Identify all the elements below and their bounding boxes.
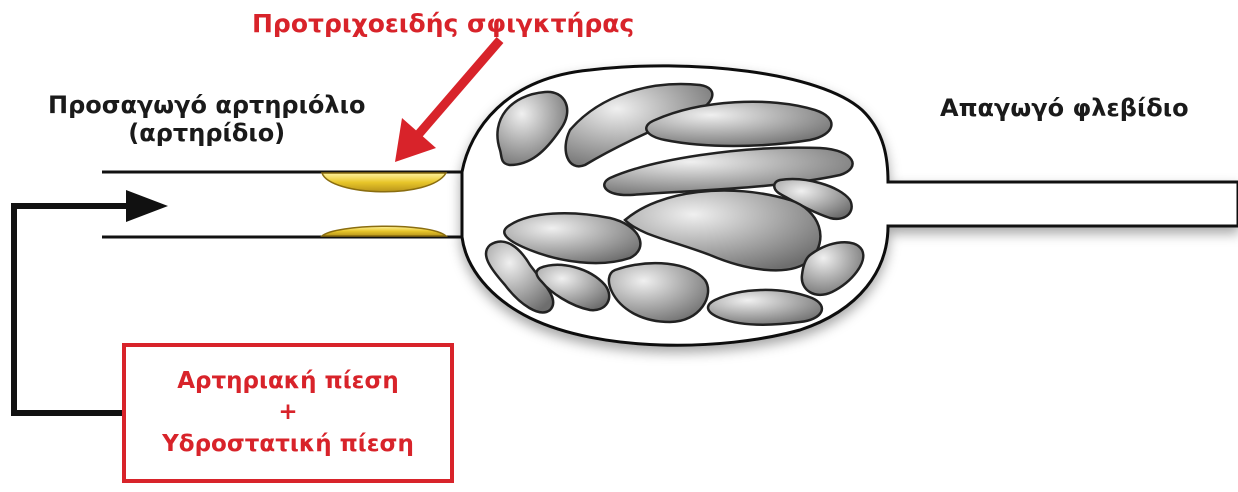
efferent-venule-label: Απαγωγό φλεβίδιο (940, 95, 1189, 123)
capillary-lobe (708, 290, 822, 325)
pressure-box: Αρτηριακή πίεση + Υδροστατική πίεση (122, 343, 454, 483)
afferent-label-line2: (αρτηρίδιο) (48, 120, 365, 148)
sphincter-upper (322, 173, 446, 192)
pressure-plus: + (278, 397, 297, 428)
afferent-label-line1: Προσαγωγό αρτηριόλιο (48, 92, 365, 120)
pressure-line2: Υδροστατική πίεση (162, 429, 414, 460)
sphincter-lower (322, 226, 446, 236)
pressure-line1: Αρτηριακή πίεση (177, 366, 399, 397)
sphincter-label: Προτριχοειδής σφιγκτήρας (252, 10, 634, 39)
afferent-arteriole-label: Προσαγωγό αρτηριόλιο (αρτηρίδιο) (48, 92, 365, 147)
